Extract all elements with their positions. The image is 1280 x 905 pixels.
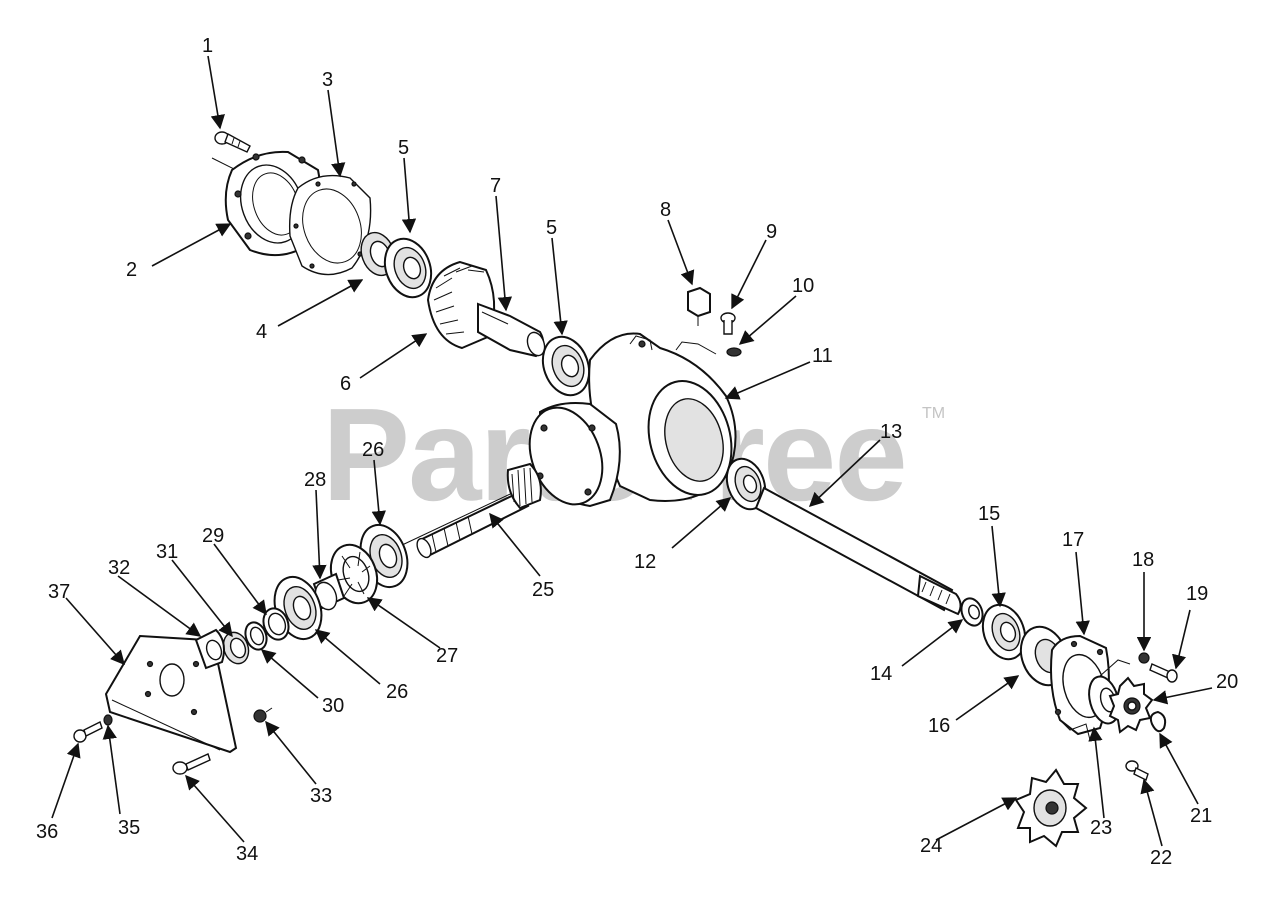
callout-26b: 26: [386, 681, 408, 703]
callout-37: 37: [48, 581, 70, 603]
callout-17: 17: [1062, 529, 1084, 551]
callout-22: 22: [1150, 847, 1172, 869]
callout-16: 16: [928, 715, 950, 737]
callout-26a: 26: [362, 439, 384, 461]
part-25-splined-shaft[interactable]: [414, 462, 542, 560]
callout-6: 6: [340, 373, 351, 395]
callout-32: 32: [108, 557, 130, 579]
part-9-screw[interactable]: [720, 312, 736, 335]
callout-36: 36: [36, 821, 58, 843]
part-14-spacer[interactable]: [958, 595, 986, 628]
callout-35: 35: [118, 817, 140, 839]
callout-14: 14: [870, 663, 892, 685]
callout-24: 24: [920, 835, 942, 857]
callout-10: 10: [792, 275, 814, 297]
callout-29: 29: [202, 525, 224, 547]
callout-21: 21: [1190, 805, 1212, 827]
part-20-drive-sprocket[interactable]: [1108, 676, 1154, 734]
part-19-bolt[interactable]: [1149, 663, 1178, 683]
part-31-seal[interactable]: [219, 629, 252, 667]
part-5-bearing-upper[interactable]: [377, 232, 439, 303]
part-30-retaining-ring[interactable]: [242, 619, 270, 652]
part-34-bolt[interactable]: [172, 753, 211, 775]
callout-33: 33: [310, 785, 332, 807]
callout-25: 25: [532, 579, 554, 601]
callout-5b: 5: [546, 217, 557, 239]
callout-9: 9: [766, 221, 777, 243]
part-32-bearing-seal[interactable]: [194, 628, 225, 670]
part-37-mounting-plate[interactable]: [104, 634, 238, 754]
part-18-nut[interactable]: [1138, 652, 1150, 664]
callout-1: 1: [202, 35, 213, 57]
callout-2: 2: [126, 259, 137, 281]
callout-arrows: [51, 55, 1213, 847]
callout-3: 3: [322, 69, 333, 91]
callout-15: 15: [978, 503, 1000, 525]
part-15-bearing[interactable]: [976, 599, 1033, 665]
part-12-bearing[interactable]: [720, 453, 772, 514]
part-7-shaft[interactable]: [477, 302, 548, 358]
part-1-bolt[interactable]: [214, 131, 251, 153]
callout-28: 28: [304, 469, 326, 491]
callout-23: 23: [1090, 817, 1112, 839]
part-5-bearing-lower[interactable]: [535, 330, 597, 401]
callout-18: 18: [1132, 549, 1154, 571]
part-13-axle-shaft[interactable]: [754, 486, 962, 616]
part-35-washer[interactable]: [103, 714, 113, 726]
hub-leader-line: [1059, 719, 1091, 741]
callout-5a: 5: [398, 137, 409, 159]
watermark-trademark: TM: [922, 405, 945, 422]
part-10-washer[interactable]: [726, 347, 742, 357]
part-22-screw[interactable]: [1125, 760, 1149, 781]
part-11-gear-housing[interactable]: [517, 332, 744, 515]
part-26-bearing-upper[interactable]: [352, 518, 415, 593]
part-29-snap-ring[interactable]: [259, 605, 292, 643]
callout-12: 12: [634, 551, 656, 573]
part-8-vent-plug[interactable]: [675, 286, 717, 355]
callout-4: 4: [256, 321, 267, 343]
callout-13: 13: [880, 421, 902, 443]
callout-20: 20: [1216, 671, 1238, 693]
callout-8: 8: [660, 199, 671, 221]
part-3-gasket[interactable]: [288, 174, 372, 276]
callout-labels: 1 2 3 4 5 5 6 7 8 9 10 11 12 13 14 15 16…: [36, 35, 1238, 869]
part-24-sprocket[interactable]: [1014, 768, 1088, 848]
part-36-bolt[interactable]: [73, 721, 103, 743]
callout-19: 19: [1186, 583, 1208, 605]
callout-7: 7: [490, 175, 501, 197]
callout-11: 11: [812, 345, 833, 367]
callout-30: 30: [322, 695, 344, 717]
part-21-retaining-clip[interactable]: [1149, 710, 1167, 733]
callout-27: 27: [436, 645, 458, 667]
callout-31: 31: [156, 541, 178, 563]
part-27-bevel-gear[interactable]: [323, 538, 385, 609]
part-33-nut[interactable]: [253, 707, 273, 723]
callout-34: 34: [236, 843, 258, 865]
